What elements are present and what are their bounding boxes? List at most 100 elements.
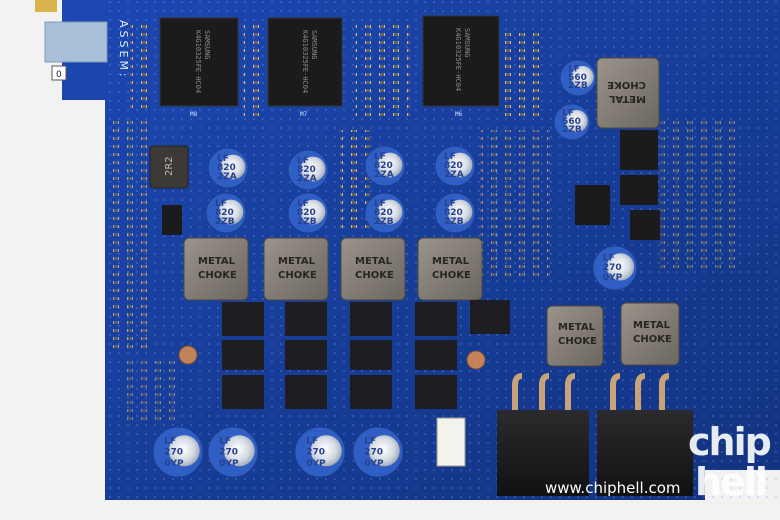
svg-text:LF: LF [215, 199, 227, 209]
chiphell-logo: chip hell [688, 420, 773, 504]
svg-text:820: 820 [215, 208, 234, 218]
svg-text:LF: LF [164, 436, 176, 446]
svg-text:2R2: 2R2 [164, 156, 175, 176]
memory-chip-m7: SAMSUNG K4G10325FE-HC04 M7 [267, 17, 343, 118]
svg-text:2ZA: 2ZA [444, 170, 464, 180]
svg-text:METAL: METAL [198, 256, 236, 267]
svg-text:820: 820 [374, 208, 393, 218]
memory-ref: M6 [455, 111, 463, 118]
svg-text:CHOKE: CHOKE [355, 270, 394, 281]
metal-choke: METAL CHOKE [183, 237, 249, 301]
svg-text:270: 270 [219, 448, 238, 458]
fan-connector [436, 417, 466, 467]
smd-strip [355, 25, 410, 120]
svg-text:LF: LF [444, 152, 456, 162]
svg-text:270: 270 [364, 448, 383, 458]
svg-text:METAL: METAL [633, 320, 671, 331]
mosfet-array [222, 300, 510, 409]
svg-text:2ZB: 2ZB [568, 81, 588, 91]
memory-part: K4G10325FE-HC04 [194, 30, 202, 93]
svg-text:820: 820 [444, 208, 463, 218]
svg-text:METAL: METAL [558, 322, 596, 333]
svg-text:METAL: METAL [355, 256, 393, 267]
memory-part: K4G10325FE-HC04 [301, 30, 309, 93]
assem-label: ASSEM: [117, 20, 130, 80]
svg-text:820: 820 [444, 161, 463, 171]
svg-text:METAL: METAL [278, 256, 316, 267]
mounting-hole [466, 350, 486, 370]
svg-text:820: 820 [217, 163, 236, 173]
svg-text:LF: LF [217, 154, 229, 164]
svg-text:0YP: 0YP [306, 459, 326, 469]
smd-strip [243, 20, 265, 120]
memory-ref: M8 [190, 111, 198, 118]
memory-part: K4G10325FE-HC04 [454, 28, 462, 91]
smd-strip [500, 30, 540, 120]
svg-text:CHOKE: CHOKE [278, 270, 317, 281]
svg-text:0YP: 0YP [364, 459, 384, 469]
svg-text:METAL: METAL [432, 256, 470, 267]
svg-text:LF: LF [444, 199, 456, 209]
svg-text:CHOKE: CHOKE [607, 79, 646, 90]
ic-chip [630, 210, 660, 240]
svg-text:LF: LF [374, 152, 386, 162]
svg-text:560: 560 [568, 73, 587, 83]
svg-text:LF: LF [297, 199, 309, 209]
svg-text:LF: LF [364, 436, 376, 446]
svg-text:560: 560 [562, 117, 581, 127]
svg-text:METAL: METAL [608, 93, 646, 104]
svg-text:CHOKE: CHOKE [198, 270, 237, 281]
power-connector-left [497, 373, 589, 496]
smd-strip [120, 360, 180, 420]
logo-line2: hell [695, 460, 766, 504]
svg-text:270: 270 [603, 263, 622, 273]
memory-brand: SAMSUNG [203, 30, 211, 60]
memory-chip-m8: SAMSUNG K4G10325FE-HC04 M8 [159, 17, 239, 118]
svg-text:LF: LF [306, 436, 318, 446]
corner-marker [51, 65, 67, 81]
svg-text:0YP: 0YP [164, 459, 184, 469]
ic-chip [575, 185, 610, 225]
svg-text:820: 820 [297, 208, 316, 218]
svg-text:LF: LF [562, 109, 574, 119]
svg-text:2ZB: 2ZB [444, 217, 464, 227]
svg-text:0YP: 0YP [603, 273, 623, 283]
svg-text:CHOKE: CHOKE [558, 336, 597, 347]
watermark-site: www.chiphell.com [545, 479, 681, 497]
mounting-hole [178, 345, 198, 365]
metal-choke-right-a: METAL CHOKE [546, 305, 604, 367]
smd-strip [110, 120, 150, 350]
ic-chip [620, 130, 658, 170]
bracket-tab [44, 21, 108, 63]
svg-text:270: 270 [164, 448, 183, 458]
svg-text:CHOKE: CHOKE [633, 334, 672, 345]
svg-text:LF: LF [568, 65, 580, 75]
memory-chip-m6: SAMSUNG K4G10325FE-HC04 M6 [422, 15, 500, 118]
svg-text:820: 820 [297, 165, 316, 175]
inductor-2r2: 2R2 [149, 145, 189, 189]
smd-strip [480, 130, 550, 280]
capacitor-group-upper: LF8202ZALF8202ZBLF8202ZALF8202ZBLF8202ZA… [205, 145, 476, 234]
smd-strip [130, 20, 155, 110]
memory-brand: SAMSUNG [310, 30, 318, 60]
metal-choke-right-b: METAL CHOKE [620, 302, 680, 366]
svg-text:LF: LF [374, 199, 386, 209]
svg-text:2ZB: 2ZB [562, 125, 582, 135]
svg-text:2ZA: 2ZA [297, 174, 317, 184]
svg-text:LF: LF [219, 436, 231, 446]
